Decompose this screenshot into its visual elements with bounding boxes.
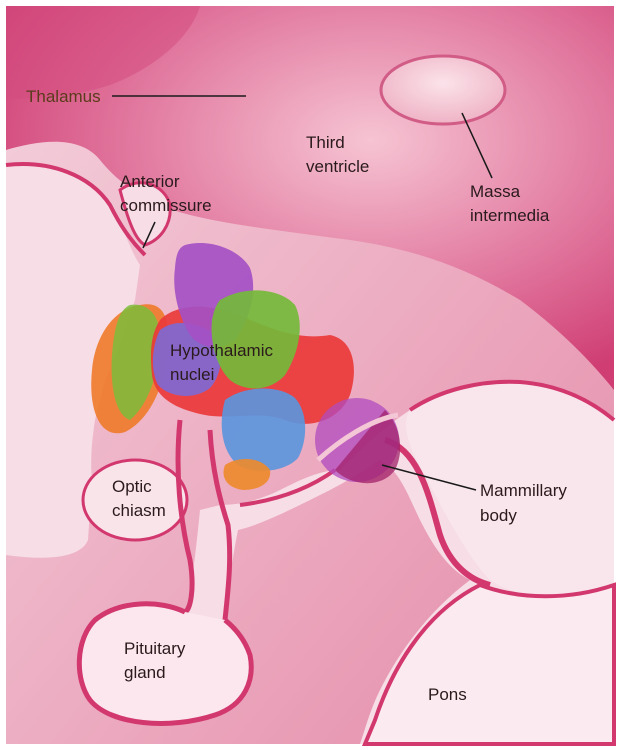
hypothalamic-nuclei-label-line2: nuclei	[170, 365, 214, 384]
hypothalamic-nuclei-label-line1: Hypothalamic	[170, 341, 273, 360]
optic-chiasm-shape	[83, 460, 187, 540]
optic-chiasm-label-line1: Optic	[112, 477, 152, 496]
pituitary-gland-label-line2: gland	[124, 663, 166, 682]
anterior-commissure-label-line2: commissure	[120, 196, 212, 215]
massa-intermedia-shape	[381, 56, 505, 124]
thalamus-label: Thalamus	[26, 87, 101, 106]
optic-chiasm-label-line2: chiasm	[112, 501, 166, 520]
massa-intermedia-label-line1: Massa	[470, 182, 521, 201]
nucleus-blue	[222, 388, 305, 470]
anterior-commissure-label-line1: Anterior	[120, 172, 180, 191]
third-ventricle-label-line1: Third	[306, 133, 345, 152]
pons-label: Pons	[428, 685, 467, 704]
mammillary-body-label-line2: body	[480, 506, 517, 525]
massa-intermedia-label-line2: intermedia	[470, 206, 550, 225]
third-ventricle-label-line2: ventricle	[306, 157, 369, 176]
pituitary-gland-label-line1: Pituitary	[124, 639, 186, 658]
mammillary-body-label-line1: Mammillary	[480, 481, 567, 500]
